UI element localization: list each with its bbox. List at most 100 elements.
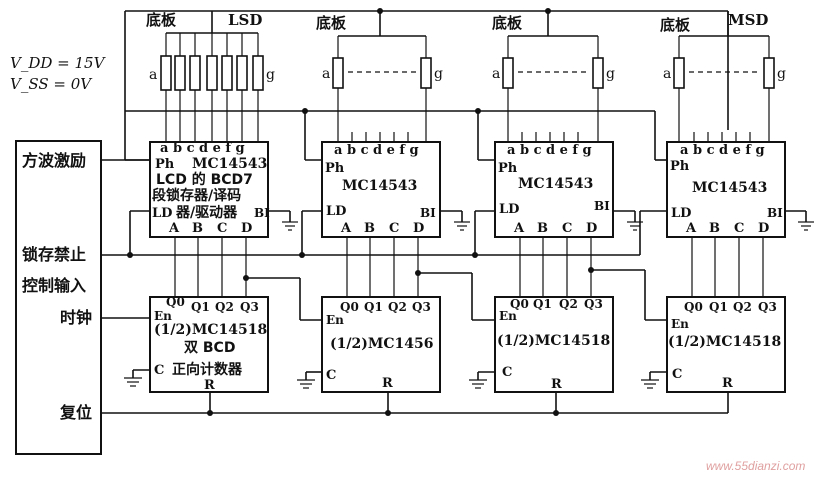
lsd-display-segments: [160, 11, 264, 142]
backplane-label-2: 底板: [316, 14, 347, 32]
decoder-pin-b: B: [537, 221, 548, 236]
backplane-label-3: 底板: [492, 14, 523, 32]
seg-g-label: g: [266, 67, 275, 83]
seg-a-label: a: [492, 66, 500, 82]
decoder-bi: BI: [420, 206, 436, 220]
counter-part: (1/2)MC14518: [497, 333, 610, 349]
decoder-part: MC14543: [692, 180, 767, 196]
counter-1: [149, 296, 269, 393]
decoder-pin-a: A: [513, 221, 525, 236]
decoder-pin-c: C: [217, 221, 227, 236]
control-input-block: [15, 140, 102, 455]
decoder-pin-d: D: [413, 221, 424, 236]
decoder-pin-b: B: [364, 221, 375, 236]
decoder-pin-c: C: [389, 221, 399, 236]
decoder-desc-1: LCD 的 BCD7: [156, 171, 253, 188]
counter-c: C: [326, 368, 336, 383]
counter-q2: Q2: [388, 300, 407, 314]
counter-r: R: [722, 376, 733, 391]
decoder-pin-b: B: [192, 221, 203, 236]
decoder-ld: LD: [152, 206, 172, 221]
decoder-part: MC14543: [342, 178, 417, 194]
control-input-label: 控制输入: [22, 276, 86, 295]
decoder-pins-top: a b c d e f g: [334, 143, 419, 158]
decoder-pins-top: a b c d e f g: [507, 143, 592, 158]
reset-label: 复位: [59, 403, 92, 422]
decoder-bi: BI: [767, 206, 783, 220]
decoder-ph: Ph: [325, 161, 345, 176]
counter-2: [321, 296, 441, 393]
counter-q2: Q2: [559, 297, 578, 311]
counter-q3: Q3: [584, 297, 603, 311]
decoder-bi: BI: [594, 199, 610, 213]
msd-display-segments: [673, 11, 775, 142]
clock-label: 时钟: [60, 308, 92, 327]
seg-a-label: a: [322, 66, 330, 82]
backplane-label-4: 底板: [660, 16, 691, 34]
counter-q2: Q2: [733, 300, 752, 314]
counter-q1: Q1: [533, 297, 552, 311]
digit3-display-segments: [502, 11, 604, 142]
decoder-part: MC14543: [192, 156, 267, 172]
counter-q0: Q0: [510, 297, 529, 311]
square-wave-label: 方波激励: [22, 151, 86, 170]
counter-q1: Q1: [364, 300, 383, 314]
decoder-desc-3: 器/驱动器: [175, 204, 238, 221]
decoder-1: [149, 141, 269, 238]
counter-q0: Q0: [684, 300, 703, 314]
counter-desc-2: 正向计数器: [172, 361, 243, 378]
lsd-label: LSD: [228, 11, 262, 29]
backplane-label-1: 底板: [146, 11, 177, 29]
digit2-display-segments: [332, 11, 432, 142]
seg-g-label: g: [777, 66, 786, 82]
decoder-pin-a: A: [340, 221, 352, 236]
counter-en: En: [499, 309, 517, 323]
latch-inhibit-label: 锁存禁止: [22, 245, 86, 264]
decoder-4: [666, 141, 786, 238]
counter-part: (1/2)MC14518: [154, 322, 267, 338]
decoder-pin-a: A: [685, 221, 697, 236]
counter-c: C: [672, 367, 682, 382]
counter-4: [666, 296, 786, 393]
decoder-pin-d: D: [241, 221, 252, 236]
counter-q0: Q0: [166, 295, 185, 309]
counter-en: En: [671, 317, 689, 331]
counter-en: En: [154, 309, 172, 323]
counter-c: C: [154, 363, 164, 378]
seg-a-label: a: [149, 67, 157, 83]
decoder-bi: BI: [254, 206, 270, 220]
decoder-ph: Ph: [670, 159, 690, 174]
counter-q0: Q0: [340, 300, 359, 314]
counter-r: R: [382, 376, 393, 391]
decoder-ld: LD: [671, 206, 691, 221]
decoder-pin-c: C: [562, 221, 572, 236]
vdd-label: V_DD = 15V: [10, 54, 107, 72]
decoder-2: [321, 141, 441, 238]
counter-part: (1/2)MC14518: [668, 334, 781, 350]
counter-desc-1: 双 BCD: [184, 340, 235, 356]
decoder-pins-top: a b c d e f g: [160, 141, 245, 156]
seg-g-label: g: [606, 66, 615, 82]
decoder-3: [494, 141, 614, 238]
decoder-pin-b: B: [709, 221, 720, 236]
counter-en: En: [326, 313, 344, 327]
decoder-ld: LD: [326, 204, 346, 219]
decoder-ld: LD: [499, 202, 519, 217]
decoder-part: MC14543: [518, 176, 593, 192]
seg-g-label: g: [434, 66, 443, 82]
counter-c: C: [502, 365, 512, 380]
msd-label: MSD: [728, 11, 768, 29]
decoder-pin-a: A: [168, 221, 180, 236]
decoder-pin-d: D: [586, 221, 597, 236]
counter-q1: Q1: [191, 300, 210, 314]
counter-part: (1/2)MC1456: [330, 336, 433, 352]
counter-q3: Q3: [758, 300, 777, 314]
counter-r: R: [551, 377, 562, 392]
decoder-pins-top: a b c d e f g: [680, 143, 765, 158]
decoder-pin-c: C: [734, 221, 744, 236]
counter-q3: Q3: [240, 300, 259, 314]
counter-q2: Q2: [215, 300, 234, 314]
decoder-desc-2: 段锁存器/译码: [152, 187, 241, 204]
counter-r: R: [204, 378, 215, 393]
